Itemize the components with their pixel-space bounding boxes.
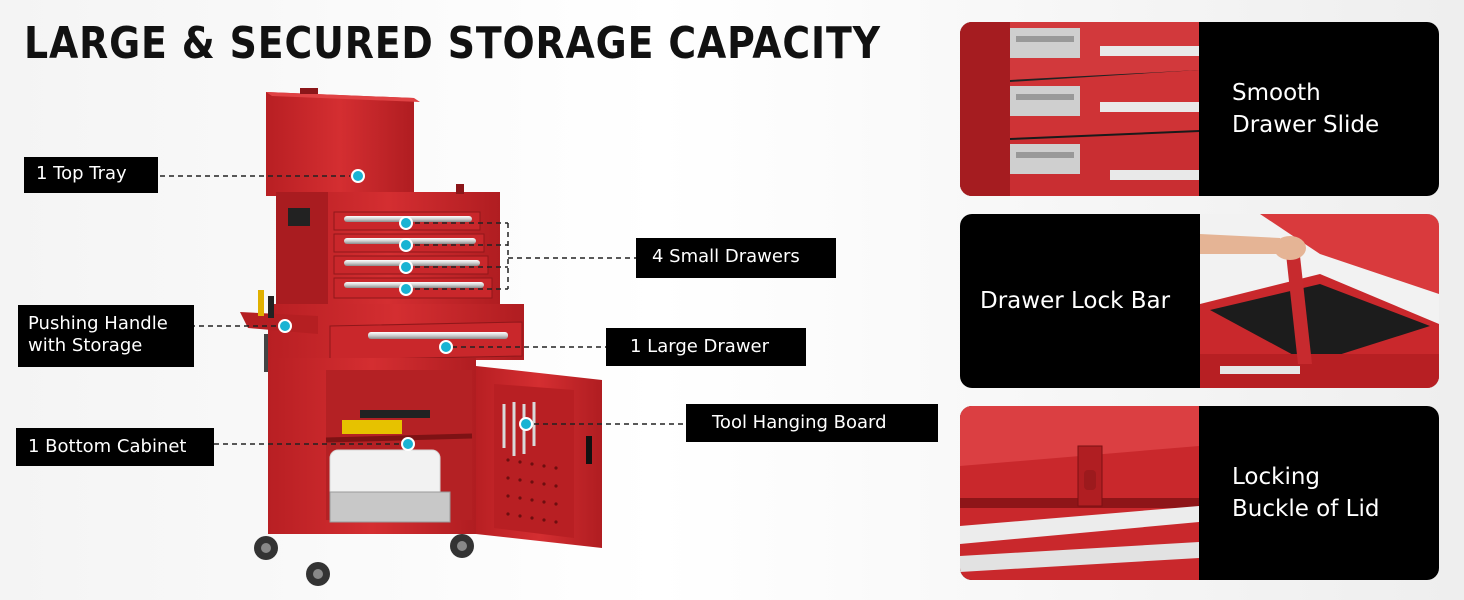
feature-text-lid-buckle: Locking Buckle of Lid <box>1232 406 1379 580</box>
page-title: LARGE & SECURED STORAGE CAPACITY <box>24 18 881 69</box>
feature-text-drawer-slide: Smooth Drawer Slide <box>1232 22 1379 196</box>
bottom-cabinet <box>268 358 476 534</box>
feature-line: Drawer Lock Bar <box>980 288 1171 314</box>
tool-chest-diagram <box>160 88 686 586</box>
feature-card-lid-buckle: Locking Buckle of Lid <box>960 406 1439 580</box>
lid-buckle-photo <box>960 406 1199 580</box>
label-small-drawers: 4 Small Drawers <box>636 238 836 278</box>
feature-line: Locking <box>1232 464 1321 490</box>
top-lid <box>266 88 420 196</box>
cabinet-door <box>476 366 602 548</box>
lock-bar-photo <box>1200 214 1439 388</box>
callout-markers <box>278 169 533 451</box>
label-large-drawer: 1 Large Drawer <box>606 328 806 366</box>
label-bottom-cabinet: 1 Bottom Cabinet <box>16 428 214 466</box>
small-drawers <box>333 211 493 299</box>
label-tool-board: Tool Hanging Board <box>686 404 938 442</box>
label-pushing-handle-line1: Pushing Handle <box>28 313 168 334</box>
label-pushing-handle: Pushing Handle with Storage <box>18 305 194 367</box>
feature-card-drawer-slide: Smooth Drawer Slide <box>960 22 1439 196</box>
feature-line: Smooth <box>1232 80 1321 106</box>
label-top-tray: 1 Top Tray <box>24 157 158 193</box>
feature-card-lock-bar: Drawer Lock Bar <box>960 214 1439 388</box>
feature-text-lock-bar: Drawer Lock Bar <box>980 214 1170 388</box>
label-pushing-handle-line2: with Storage <box>28 335 143 356</box>
feature-line: Drawer Slide <box>1232 112 1380 138</box>
feature-line: Buckle of Lid <box>1232 496 1380 522</box>
casters <box>254 534 474 586</box>
drawer-slide-photo <box>960 22 1199 196</box>
callout-lines <box>160 175 686 445</box>
